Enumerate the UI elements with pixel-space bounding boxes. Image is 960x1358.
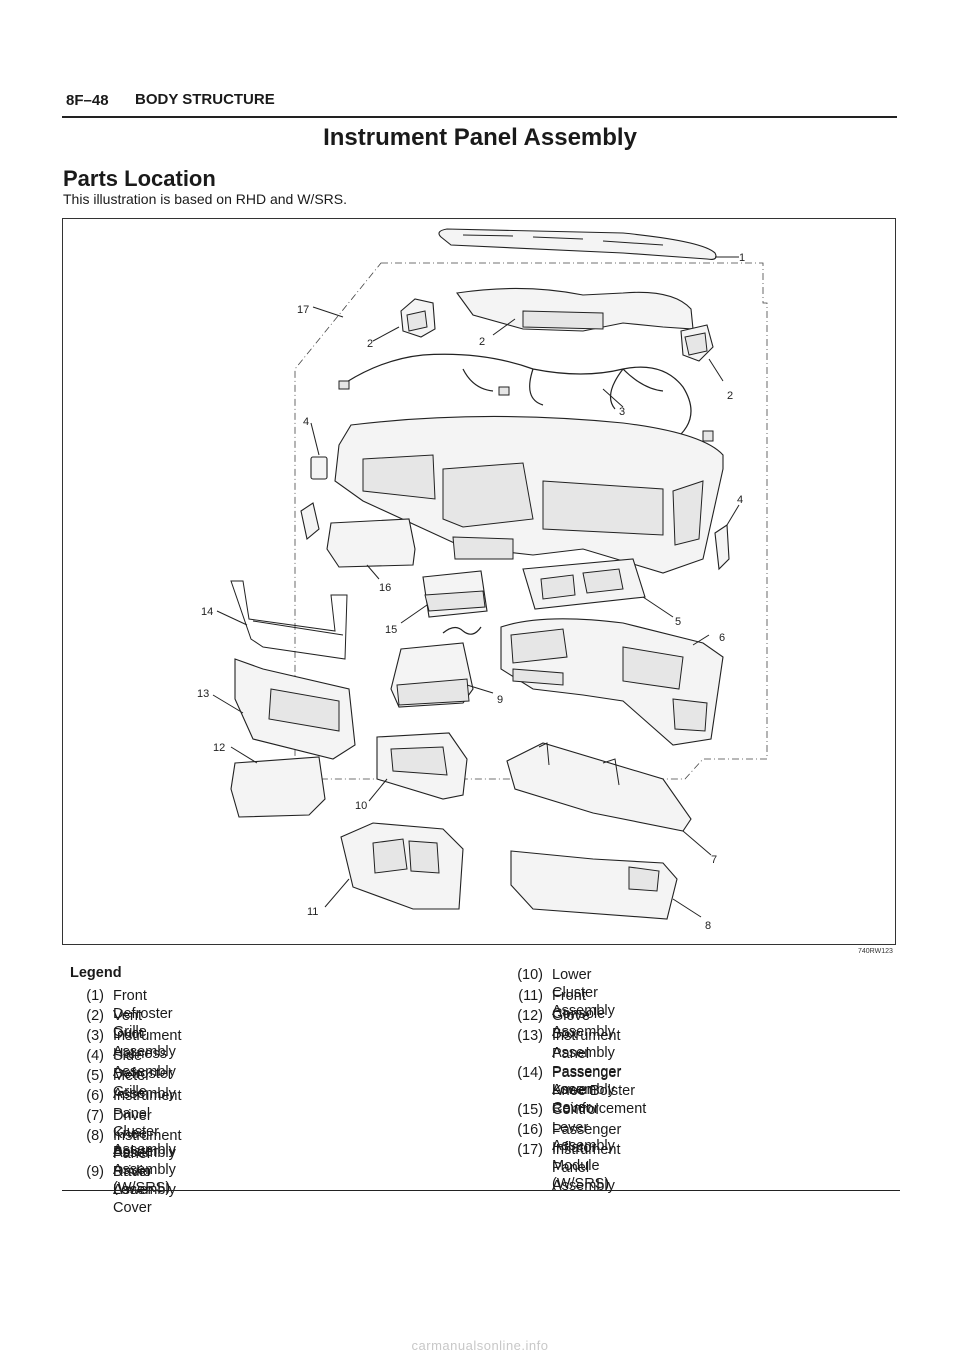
side-defroster-grille-left xyxy=(310,456,328,480)
knee-bolster-reinforcement-part xyxy=(230,580,348,660)
instrument-panel-main-part xyxy=(334,415,724,574)
radio-assembly-part xyxy=(390,626,482,708)
callout-5: 5 xyxy=(675,616,681,628)
callout-10: 10 xyxy=(355,800,367,812)
legend-title: Legend xyxy=(70,965,122,981)
callout-17: 17 xyxy=(297,304,309,316)
callout-7: 7 xyxy=(711,854,717,866)
callout-2c: 2 xyxy=(727,390,733,402)
callout-4a: 4 xyxy=(303,416,309,428)
passenger-inflator-module-part xyxy=(326,518,416,568)
driver-knee-bolster-part xyxy=(506,742,692,832)
legend-divider xyxy=(62,1190,900,1191)
watermark-footer: carmanualsonline.info xyxy=(411,1338,549,1353)
vent-duct-part xyxy=(400,287,714,362)
glove-box-part xyxy=(230,756,326,818)
exploded-view-illustration: 1 2 2 2 3 4 4 5 6 7 8 9 10 11 12 13 14 1… xyxy=(62,218,896,945)
meter-assembly-part xyxy=(522,558,646,610)
callout-13: 13 xyxy=(197,688,209,700)
callout-2b: 2 xyxy=(479,336,485,348)
callout-2a: 2 xyxy=(367,338,373,350)
parts-drawing: 1 2 2 2 3 4 4 5 6 7 8 9 10 11 12 13 14 1… xyxy=(197,228,768,932)
assembly-boundary xyxy=(294,262,768,780)
side-defroster-grille-right xyxy=(714,524,730,571)
callout-16: 16 xyxy=(379,582,391,594)
header-divider xyxy=(62,116,897,118)
callout-8: 8 xyxy=(705,920,711,932)
callout-3: 3 xyxy=(619,406,625,418)
side-vent-left xyxy=(300,502,320,541)
callout-6: 6 xyxy=(719,632,725,644)
callout-4b: 4 xyxy=(737,494,743,506)
callout-14: 14 xyxy=(201,606,213,618)
page-title: Instrument Panel Assembly xyxy=(323,124,637,151)
page-code: 8F–48 xyxy=(66,92,109,109)
callout-11: 11 xyxy=(307,906,318,918)
intro-text: This illustration is based on RHD and W/… xyxy=(63,191,347,207)
callout-9: 9 xyxy=(497,694,503,706)
front-defroster-grille-part xyxy=(438,228,717,260)
callout-12: 12 xyxy=(213,742,225,754)
figure-id: 740RW123 xyxy=(858,948,893,955)
section-title: BODY STRUCTURE xyxy=(135,91,275,108)
callout-1: 1 xyxy=(739,252,745,264)
subsection-title: Parts Location xyxy=(63,166,216,191)
callout-15: 15 xyxy=(385,624,397,636)
instrument-panel-cluster-part xyxy=(500,618,724,746)
control-lever-part xyxy=(422,570,488,618)
